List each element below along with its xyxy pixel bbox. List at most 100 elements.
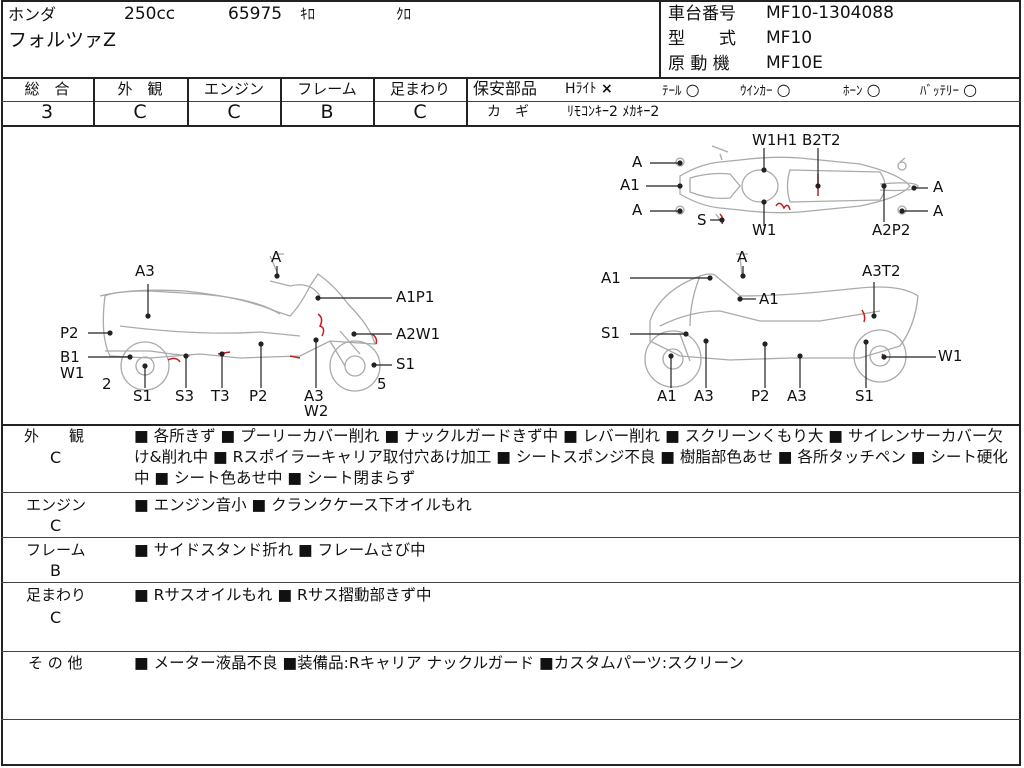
remarks-frame-text: ■ サイドスタンド折れ ■ フレームさび中 xyxy=(134,541,426,559)
remarks-other: そ の 他 ■ メーター液晶不良 ■装備品:Rキャリア ナックルガード ■カスタ… xyxy=(0,653,1020,719)
grade-value-exterior: C xyxy=(133,101,147,123)
safety-label: 保安部品 xyxy=(473,79,538,98)
grade-div-5 xyxy=(466,77,468,126)
remarks-frame: フレーム B ■ サイドスタンド折れ ■ フレームさび中 xyxy=(0,539,1020,582)
grade-top-line xyxy=(1,77,1021,79)
mileage: 65975 xyxy=(228,4,283,24)
remarks-suspension-grade: C xyxy=(50,608,62,627)
remarks-line-4 xyxy=(1,651,1021,652)
winker-mark: ○ xyxy=(776,80,791,99)
safety-item-tail: ﾃｰﾙ ○ xyxy=(662,80,700,99)
top-label-a-upper-right: A xyxy=(933,178,944,196)
top-label-a1: A1 xyxy=(620,176,640,194)
top-label-a-upper-left: A xyxy=(632,153,643,171)
remarks-frame-grade: B xyxy=(50,561,61,580)
remarks-engine-label: エンジン xyxy=(26,496,87,514)
remarks-exterior-label: 外 観 xyxy=(24,427,85,445)
left-label-5: 5 xyxy=(377,375,387,393)
top-label-a2p2: A2P2 xyxy=(872,221,911,239)
right-label-p2: P2 xyxy=(751,387,770,405)
remarks-other-text: ■ メーター液晶不良 ■装備品:Rキャリア ナックルガード ■カスタムパーツ:ス… xyxy=(134,654,744,672)
left-label-t3: T3 xyxy=(211,387,230,405)
grade-value-engine: C xyxy=(227,101,241,123)
remarks-exterior-grade: C xyxy=(50,448,62,467)
top-label-a-lower-left: A xyxy=(632,201,643,219)
remarks-suspension-text: ■ Rサスオイルもれ ■ Rサス摺動部きず中 xyxy=(134,586,432,604)
remarks-exterior-text: ■ 各所きず ■ プーリーカバー削れ ■ ナックルガードきず中 ■ レバー削れ … xyxy=(134,427,1008,487)
left-label-b1: B1 xyxy=(60,348,80,366)
top-label-w1: W1 xyxy=(752,221,777,239)
remarks-suspension-label: 足まわり xyxy=(26,586,87,604)
remarks-line-2 xyxy=(1,537,1021,538)
remarks-line-1 xyxy=(1,492,1021,493)
right-label-a3-bottom-2: A3 xyxy=(787,387,807,405)
grade-header-overall: 総 合 xyxy=(24,80,70,98)
left-label-a3: A3 xyxy=(135,262,155,280)
grade-header-suspension: 足まわり xyxy=(389,80,450,98)
right-label-a3-bottom-1: A3 xyxy=(694,387,714,405)
chassis-value: MF10-1304088 xyxy=(766,3,894,23)
left-label-a2w1: A2W1 xyxy=(396,325,441,343)
safety-item-winker: ｳｲﾝｶｰ ○ xyxy=(740,80,791,99)
displacement: 250cc xyxy=(124,4,176,24)
remarks-top-line xyxy=(1,424,1021,426)
remarks-engine: エンジン C ■ エンジン音小 ■ クランクケース下オイルもれ xyxy=(0,494,1020,537)
engine-value: MF10E xyxy=(766,53,823,73)
color: ｸﾛ xyxy=(396,5,412,23)
remarks-line-5 xyxy=(1,719,1021,720)
left-label-p2: P2 xyxy=(60,324,79,342)
right-label-a: A xyxy=(737,248,748,266)
model-value: MF10 xyxy=(766,28,813,48)
top-label-s: S xyxy=(697,211,707,229)
right-label-a1-upper: A1 xyxy=(601,269,621,287)
maker: ホンダ xyxy=(8,5,57,24)
grade-bottom-line xyxy=(1,125,1021,127)
remarks-exterior: 外 観 C ■ 各所きず ■ プーリーカバー削れ ■ ナックルガードきず中 ■ … xyxy=(0,426,1020,492)
grade-value-overall: 3 xyxy=(40,101,54,123)
left-label-a1p1: A1P1 xyxy=(396,288,435,306)
right-label-a1-bottom: A1 xyxy=(657,387,677,405)
right-label-w1: W1 xyxy=(938,347,963,365)
tail-mark: ○ xyxy=(685,80,700,99)
engine-label: 原 動 機 xyxy=(668,54,730,74)
grade-header-exterior: 外 観 xyxy=(117,80,163,98)
grade-mid-line xyxy=(1,101,467,102)
right-label-s1-bottom: S1 xyxy=(855,387,875,405)
battery-mark: ○ xyxy=(963,80,978,99)
key-value: ﾘﾓｺﾝｷｰ2 ﾒｶｷｰ2 xyxy=(567,104,660,120)
horn-mark: ○ xyxy=(866,80,881,99)
grade-header-frame: フレーム xyxy=(297,80,357,98)
right-label-a1-mid: A1 xyxy=(759,290,779,308)
remarks-line-3 xyxy=(1,582,1021,583)
model-label: 型 式 xyxy=(668,29,736,49)
left-label-s1-bottom: S1 xyxy=(133,387,153,405)
left-label-s3: S3 xyxy=(175,387,195,405)
grade-value-frame: B xyxy=(320,101,334,123)
grade-div-1 xyxy=(93,77,95,126)
grade-div-3 xyxy=(280,77,282,126)
remarks-other-label: そ の 他 xyxy=(28,654,83,672)
grade-div-2 xyxy=(187,77,189,126)
left-label-2: 2 xyxy=(102,375,112,393)
left-label-p2-bottom: P2 xyxy=(249,387,268,405)
key-label: カ ギ xyxy=(487,104,529,120)
chassis-label: 車台番号 xyxy=(668,4,736,24)
header-divider xyxy=(659,0,661,78)
safety-item-headlight: Hﾗｲﾄ × xyxy=(565,81,613,97)
top-label-a-lower-right: A xyxy=(933,202,944,220)
grade-header-engine: エンジン xyxy=(203,80,264,98)
left-label-w2: W2 xyxy=(304,402,329,420)
top-view-scooter xyxy=(675,145,919,221)
grade-value-suspension: C xyxy=(413,101,427,123)
safety-item-battery: ﾊﾞｯﾃﾘｰ ○ xyxy=(920,80,978,99)
remarks-suspension: 足まわり C ■ Rサスオイルもれ ■ Rサス摺動部きず中 xyxy=(0,584,1020,650)
right-view-scooter xyxy=(644,253,919,388)
grade-div-4 xyxy=(373,77,375,126)
right-label-a3t2: A3T2 xyxy=(862,262,901,280)
remarks-engine-grade: C xyxy=(50,516,62,535)
safety-mid-line xyxy=(467,101,1021,102)
mileage-unit: ｷﾛ xyxy=(300,5,316,23)
top-label-w1h1b2t2: W1H1 B2T2 xyxy=(752,131,841,149)
remarks-frame-label: フレーム xyxy=(26,541,86,559)
model-name: フォルツァZ xyxy=(8,29,117,51)
